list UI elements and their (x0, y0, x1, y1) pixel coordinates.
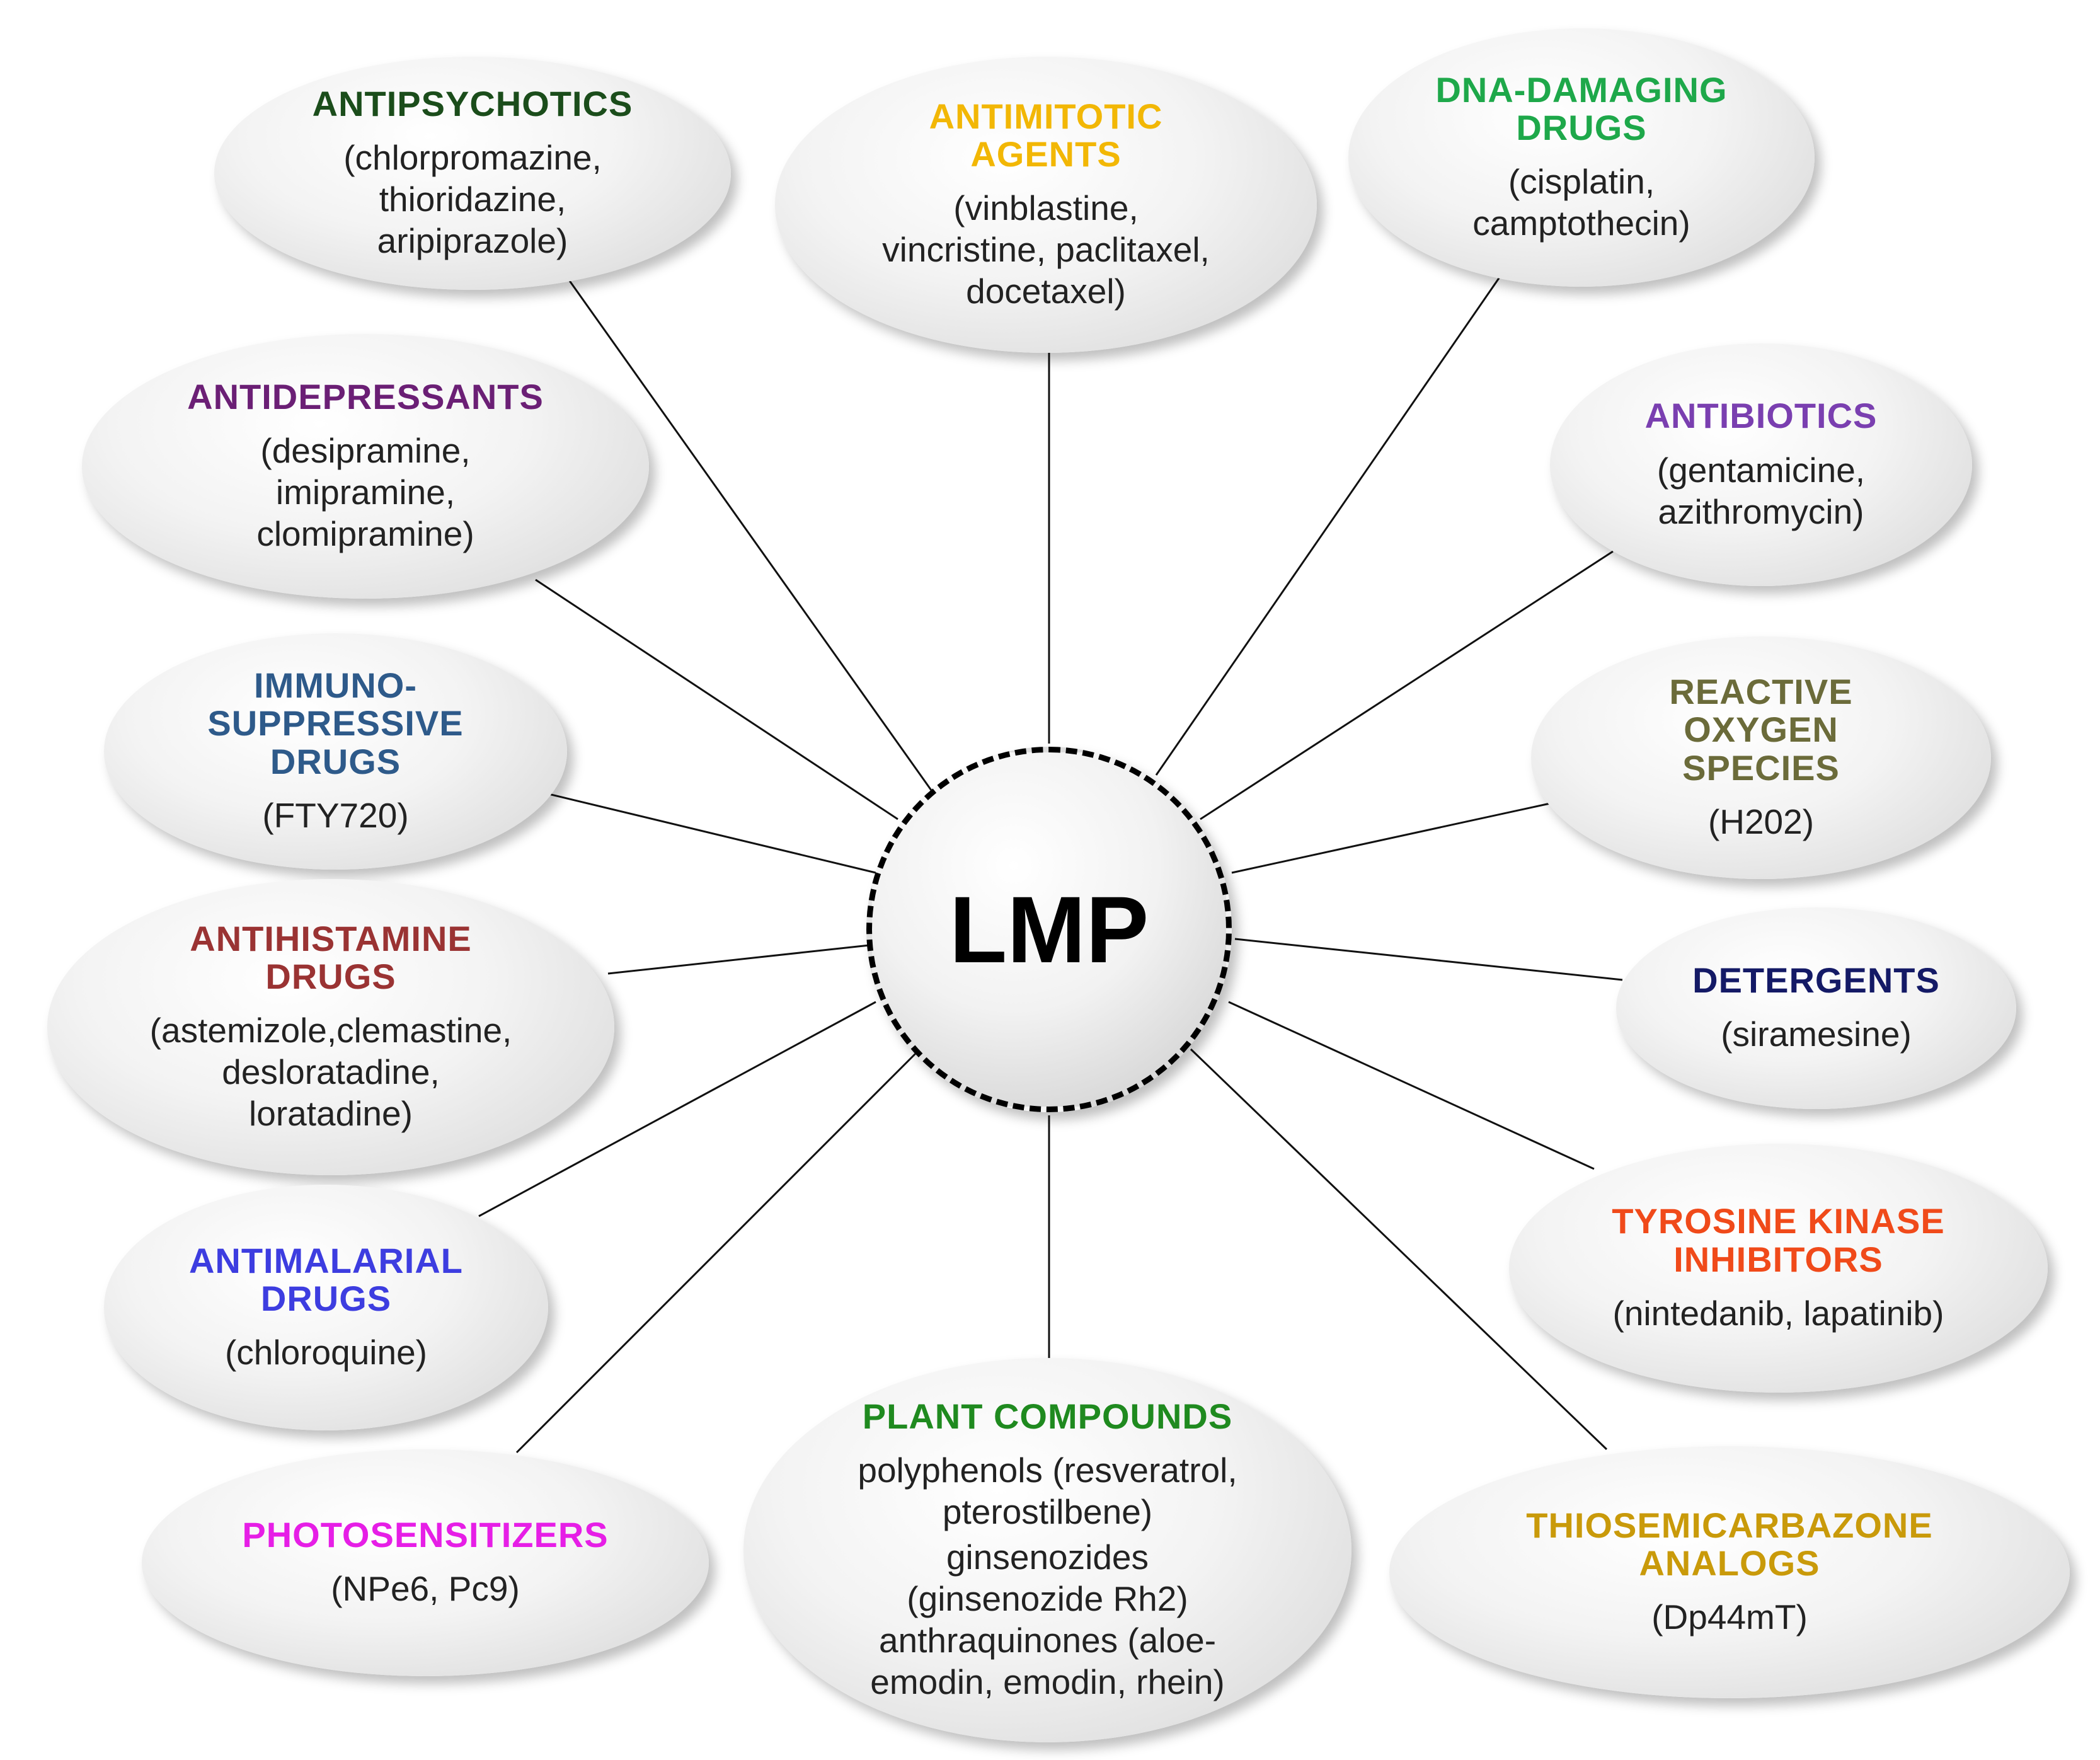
node-detail: (vinblastine, vincristine, paclitaxel, d… (882, 188, 1210, 311)
connector-immunosuppressive (535, 790, 876, 874)
connector-tki (1228, 1001, 1595, 1170)
node-title: IMMUNO- SUPPRESSIVE DRUGS (207, 665, 464, 781)
connector-detergents (1234, 938, 1623, 981)
node-detail: (siramesine) (1721, 1015, 1912, 1054)
node-detail: (nintedanib, lapatinib) (1612, 1293, 1944, 1333)
node-title: PLANT COMPOUNDS (862, 1396, 1233, 1436)
node-detail: (cisplatin, camptothecin) (1472, 162, 1690, 243)
connector-antibiotics (1200, 550, 1614, 820)
node-title: DETERGENTS (1692, 960, 1940, 1000)
node-dna-damaging-drugs: DNA-DAMAGING DRUGS (cisplatin, camptothe… (1348, 28, 1815, 287)
connector-antihistamine (607, 944, 870, 975)
node-detail: (FTY720) (262, 796, 409, 836)
node-detail: (chloroquine) (224, 1333, 427, 1372)
node-title: ANTIDEPRESSANTS (187, 376, 544, 417)
connector-dna-damaging (1155, 277, 1501, 776)
node-title: TYROSINE KINASE INHIBITORS (1612, 1201, 1945, 1279)
node-antibiotics: ANTIBIOTICS (gentamicine, azithromycin) (1550, 343, 1972, 586)
node-reactive-oxygen-species: REACTIVE OXYGEN SPECIES (H202) (1531, 636, 1991, 879)
node-detail: (gentamicine, azithromycin) (1656, 450, 1866, 531)
node-title: REACTIVE OXYGEN SPECIES (1669, 671, 1853, 788)
node-detail: (Dp44mT) (1651, 1597, 1808, 1637)
node-detergents: DETERGENTS (siramesine) (1616, 907, 2016, 1109)
node-detail: polyphenols (resveratrol, pterostilbene) (858, 1451, 1237, 1532)
node-plant-compounds: PLANT COMPOUNDS polyphenols (resveratrol… (743, 1358, 1351, 1742)
connector-antimalarial (478, 1001, 876, 1217)
node-tyrosine-kinase-inhibitors: TYROSINE KINASE INHIBITORS (nintedanib, … (1509, 1144, 2048, 1393)
node-title: ANTIMITOTIC AGENTS (929, 96, 1163, 174)
node-title: PHOTOSENSITIZERS (242, 1514, 609, 1555)
node-photosensitizers: PHOTOSENSITIZERS (NPe6, Pc9) (142, 1449, 709, 1676)
node-title: DNA-DAMAGING DRUGS (1435, 69, 1728, 147)
node-thiosemicarbazone-analogs: THIOSEMICARBAZONE ANALOGS (Dp44mT) (1389, 1446, 2070, 1698)
node-antimitotic-agents: ANTIMITOTIC AGENTS (vinblastine, vincris… (775, 57, 1317, 353)
connector-photosensitizers (515, 1048, 921, 1454)
node-detail: (chlorpromazine, thioridazine, aripipraz… (343, 138, 602, 261)
center-label: LMP (949, 876, 1149, 982)
connector-antidepressants (535, 578, 898, 820)
node-title: ANTIMALARIAL DRUGS (188, 1240, 464, 1318)
node-antipsychotics: ANTIPSYCHOTICS (chlorpromazine, thiorida… (214, 57, 731, 290)
connector-thiosemicarbazone (1190, 1048, 1608, 1451)
node-detail: (astemizole,clemastine, desloratadine, l… (149, 1011, 512, 1134)
connector-ros (1231, 802, 1551, 874)
node-title: ANTIPSYCHOTICS (312, 83, 633, 124)
node-detail: ginsenozides (ginsenozide Rh2) anthraqui… (870, 1538, 1225, 1702)
connector-antipsychotics (566, 277, 946, 810)
node-detail: (NPe6, Pc9) (331, 1569, 520, 1609)
node-immunosuppressive-drugs: IMMUNO- SUPPRESSIVE DRUGS (FTY720) (104, 633, 567, 870)
node-title: ANTIHISTAMINE DRUGS (190, 918, 472, 996)
node-antimalarial-drugs: ANTIMALARIAL DRUGS (chloroquine) (104, 1185, 548, 1430)
node-antidepressants: ANTIDEPRESSANTS (desipramine, imipramine… (82, 334, 649, 599)
center-node-lmp: LMP (866, 747, 1232, 1112)
node-detail: (H202) (1707, 802, 1815, 842)
node-title: ANTIBIOTICS (1644, 396, 1878, 436)
node-detail: (desipramine, imipramine, clomipramine) (256, 431, 474, 554)
node-antihistamine-drugs: ANTIHISTAMINE DRUGS (astemizole,clemasti… (47, 879, 614, 1175)
node-title: THIOSEMICARBAZONE ANALOGS (1526, 1505, 1933, 1583)
